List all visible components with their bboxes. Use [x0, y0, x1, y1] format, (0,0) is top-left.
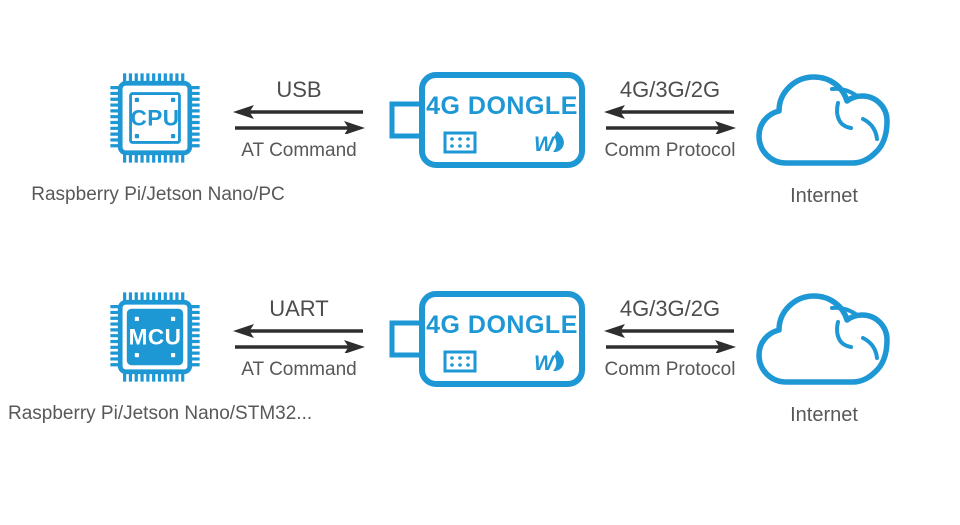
- net-link-bottom-label: Comm Protocol: [604, 140, 736, 161]
- sim-connector-icon: [443, 131, 477, 154]
- net-link-top-label: 4G/3G/2G: [619, 77, 721, 102]
- svg-text:W: W: [534, 133, 556, 156]
- 4g-dongle-icon: 4G DONGLE W: [389, 72, 585, 168]
- dongle-label: 4G DONGLE: [426, 311, 578, 339]
- net-link-bottom-label: Comm Protocol: [604, 359, 736, 380]
- internet-cloud-icon: [756, 293, 890, 385]
- bidirectional-arrows-icon: [604, 105, 736, 134]
- host-device-label: Raspberry Pi/Jetson Nano/PC: [31, 184, 285, 205]
- dongle-label: 4G DONGLE: [426, 92, 578, 120]
- internet-label: Internet: [790, 185, 858, 207]
- host-link-bottom-label: AT Command: [241, 359, 357, 380]
- chip-label: MCU: [129, 325, 182, 350]
- svg-text:W: W: [534, 352, 556, 375]
- host-device-label: Raspberry Pi/Jetson Nano/STM32...: [8, 403, 313, 424]
- bidirectional-arrows-icon: [233, 105, 365, 134]
- host-link-bottom-label: AT Command: [241, 140, 357, 161]
- host-link-top-label: UART: [269, 296, 329, 321]
- mcu-chip-icon: MCU: [110, 292, 200, 382]
- waveshare-logo-icon: W: [534, 350, 564, 375]
- host-link-top-label: USB: [276, 77, 322, 102]
- internet-cloud-icon: [756, 74, 890, 166]
- flow-row-mcu: MCU Raspberry Pi/Jetson Nano/STM32... UA…: [0, 219, 960, 438]
- sim-connector-icon: [443, 350, 477, 373]
- 4g-dongle-icon: 4G DONGLE W: [389, 291, 585, 387]
- cpu-chip-icon: CPU: [110, 73, 200, 163]
- bidirectional-arrows-icon: [233, 324, 365, 353]
- net-link-top-label: 4G/3G/2G: [619, 296, 721, 321]
- bidirectional-arrows-icon: [604, 324, 736, 353]
- waveshare-logo-icon: W: [534, 131, 564, 156]
- internet-label: Internet: [790, 404, 858, 426]
- chip-label: CPU: [130, 106, 179, 131]
- flow-row-cpu: CPU Raspberry Pi/Jetson Nano/PC USB AT C…: [0, 0, 960, 219]
